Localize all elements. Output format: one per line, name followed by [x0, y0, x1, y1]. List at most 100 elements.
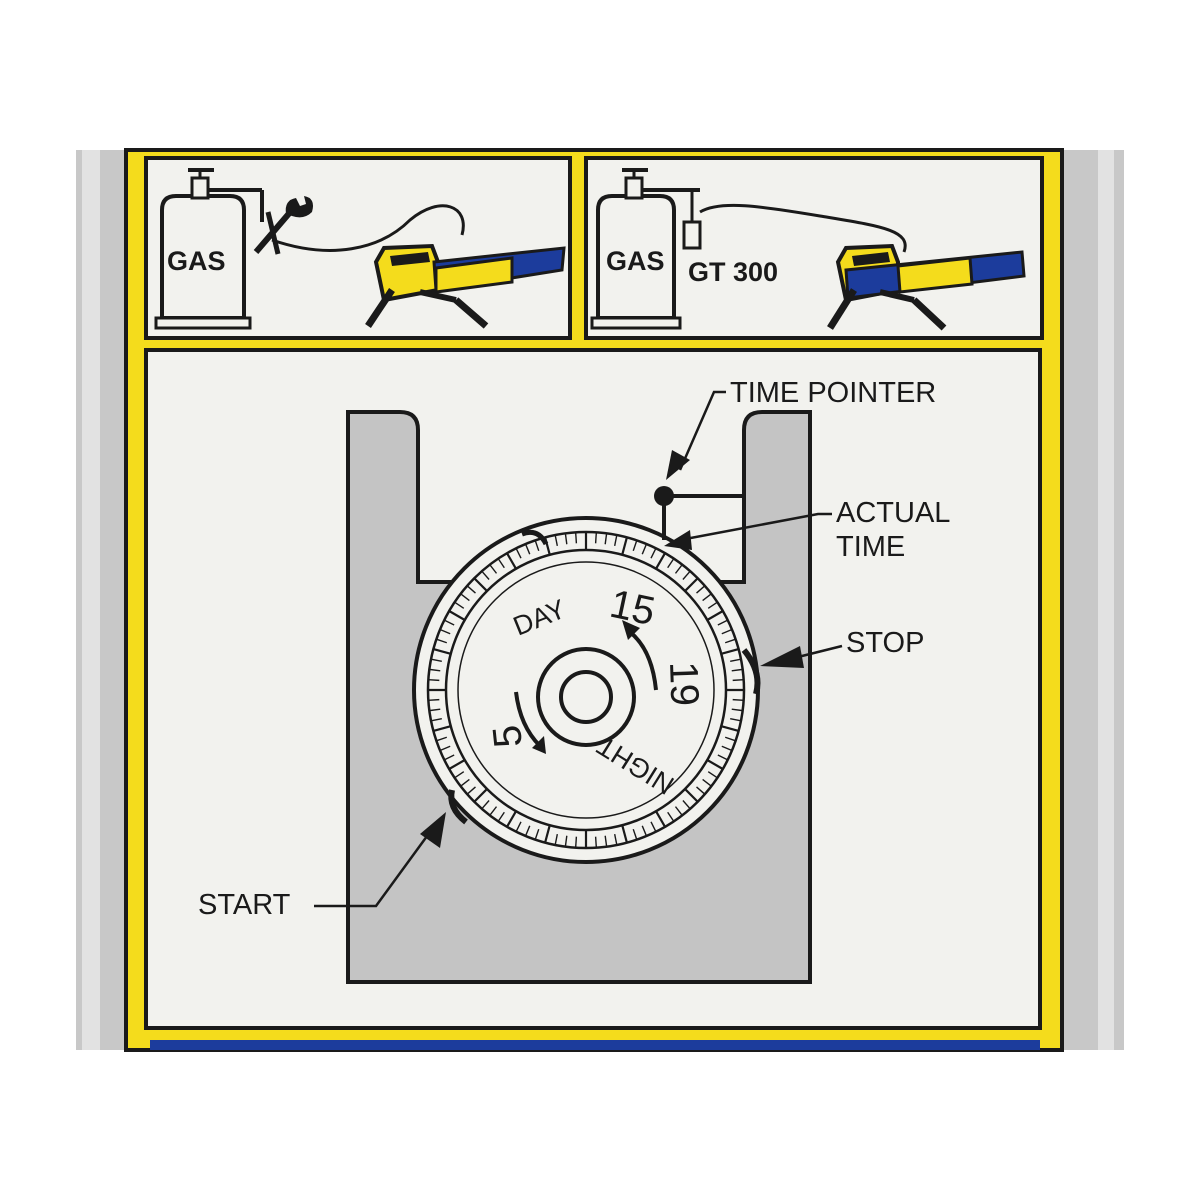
- dial-tick: [534, 828, 540, 840]
- dial-tick: [524, 543, 531, 555]
- stop-label: STOP: [846, 627, 924, 659]
- dial-tick: [481, 800, 490, 810]
- dial-tick: [621, 537, 628, 555]
- wrench-icon: [253, 190, 313, 255]
- panel-manual-valve: GAS: [144, 156, 572, 340]
- dial-tick: [717, 754, 729, 761]
- dial-tick: [460, 593, 470, 602]
- dial-tick: [429, 668, 441, 672]
- dial-tick: [650, 547, 657, 559]
- dial-tick: [707, 610, 724, 621]
- dial-tick: [443, 619, 455, 626]
- start-label: START: [198, 889, 291, 921]
- dial-tick: [436, 736, 448, 742]
- dial-num-19: 19: [661, 661, 707, 707]
- frame-highlight-left: [82, 150, 100, 1050]
- dial-tick: [707, 759, 724, 770]
- dial-tick: [594, 836, 598, 848]
- dial-tick: [674, 806, 683, 816]
- dial-tick: [730, 658, 742, 663]
- rotation-arrow-head-icon: [532, 736, 546, 754]
- dial-tick: [721, 648, 739, 655]
- stop-tab: [741, 648, 761, 695]
- dial-tick: [489, 806, 498, 816]
- dial-num-5: 5: [485, 723, 531, 750]
- dial-tick: [731, 708, 743, 712]
- rotation-arrow-head-icon: [622, 620, 640, 640]
- dial-tick: [731, 668, 743, 672]
- gas-tank-icon: [590, 168, 700, 330]
- dial-tick: [667, 811, 675, 822]
- dial-tick: [641, 825, 648, 837]
- dial-tick: [489, 564, 498, 574]
- dial-tick: [721, 745, 733, 752]
- dial-tick: [632, 828, 638, 840]
- dial-tick: [707, 771, 718, 779]
- frame-highlight-right: [1098, 150, 1114, 1050]
- dial-tick: [721, 628, 733, 635]
- dial-tick: [466, 585, 476, 594]
- dial-tick: [428, 678, 440, 682]
- dial-tick: [497, 811, 505, 822]
- callout-time-pointer: TIME POINTER: [666, 377, 936, 480]
- dial-tick: [641, 543, 648, 555]
- dial-tick: [448, 759, 465, 770]
- dial-tick: [594, 532, 598, 544]
- pointer-pivot-icon: [654, 486, 674, 506]
- dial-tick: [717, 619, 729, 626]
- callout-start: START: [198, 812, 446, 921]
- dial-tick: [650, 821, 657, 833]
- dial-tick: [721, 725, 739, 732]
- burner-icon: [365, 243, 566, 329]
- dial-tick: [724, 736, 736, 742]
- dial-tick: [515, 547, 522, 559]
- dial-tick: [460, 778, 470, 787]
- dial-tick: [702, 593, 712, 602]
- dial-tick: [554, 834, 559, 846]
- dial-tick: [684, 577, 699, 592]
- dial-tick: [439, 628, 451, 635]
- dial-tick: [433, 648, 451, 655]
- dial-tick: [564, 835, 568, 847]
- dial-tick: [436, 638, 448, 644]
- dial-tick: [473, 577, 488, 592]
- dial-tick: [430, 658, 442, 663]
- callout-stop: STOP: [760, 627, 924, 668]
- time-pointer: [654, 486, 746, 582]
- dial-tick: [506, 811, 517, 828]
- actual-time-label-line2: TIME: [836, 531, 905, 563]
- dial-tick: [732, 698, 744, 702]
- time-pointer-label: TIME POINTER: [730, 377, 936, 409]
- dial-tick: [730, 717, 742, 722]
- dial-tick: [613, 534, 618, 546]
- dial-tick: [497, 558, 505, 569]
- actual-time-label-line1: ACTUAL: [836, 497, 950, 529]
- dial-tick: [632, 540, 638, 552]
- dial-num-15: 15: [606, 582, 659, 634]
- dial-tick: [674, 564, 683, 574]
- dial-tick: [481, 570, 490, 580]
- dial-tick: [454, 771, 465, 779]
- dial-tick: [702, 778, 712, 787]
- timer-dial: [412, 516, 761, 864]
- callout-actual-time: ACTUAL TIME: [664, 497, 950, 563]
- hose: [699, 203, 907, 253]
- dial-tick: [604, 835, 608, 847]
- dial-tick: [544, 825, 551, 843]
- dial-tick: [466, 786, 476, 795]
- dial-tick: [613, 834, 618, 846]
- dial-tick: [534, 540, 540, 552]
- dial-tick: [724, 638, 736, 644]
- dial-tick: [433, 725, 451, 732]
- dial-tick: [574, 836, 578, 848]
- panel-gt300: GAS GT 300: [584, 156, 1044, 340]
- device-label: GT 300: [688, 257, 778, 287]
- dial-tick-ring: [428, 532, 744, 848]
- dial-tick: [506, 552, 517, 569]
- dial-tick: [732, 678, 744, 682]
- dial-tick: [621, 825, 628, 843]
- rotation-arrow-icon: [514, 691, 542, 748]
- dial-tick: [655, 811, 666, 828]
- dial-tick: [524, 825, 531, 837]
